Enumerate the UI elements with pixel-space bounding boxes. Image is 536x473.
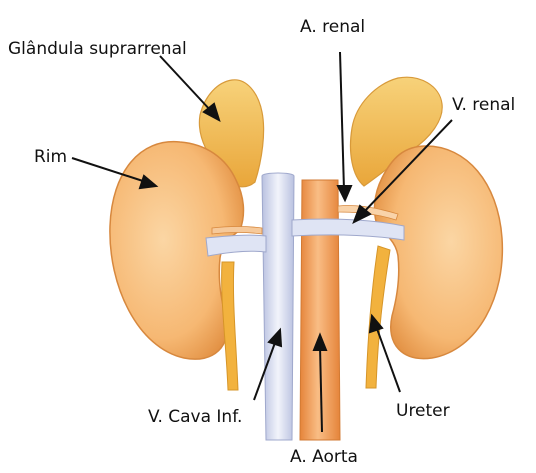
label-renal-vein: V. renal: [452, 95, 515, 115]
label-adrenal-gland: Glândula suprarrenal: [8, 39, 187, 59]
label-renal-artery: A. renal: [300, 17, 365, 37]
leader-renal-artery: [340, 52, 344, 190]
label-aorta: A. Aorta: [290, 447, 358, 467]
label-kidney: Rim: [34, 147, 67, 167]
leader-adrenal: [160, 56, 212, 112]
left-renal-vein: [206, 235, 266, 256]
inferior-vena-cava: [262, 173, 294, 440]
label-inferior-vena-cava: V. Cava Inf.: [148, 407, 242, 427]
label-ureter: Ureter: [396, 401, 450, 421]
right-kidney: [375, 146, 503, 359]
right-ureter: [366, 246, 390, 388]
left-ureter: [222, 262, 238, 390]
